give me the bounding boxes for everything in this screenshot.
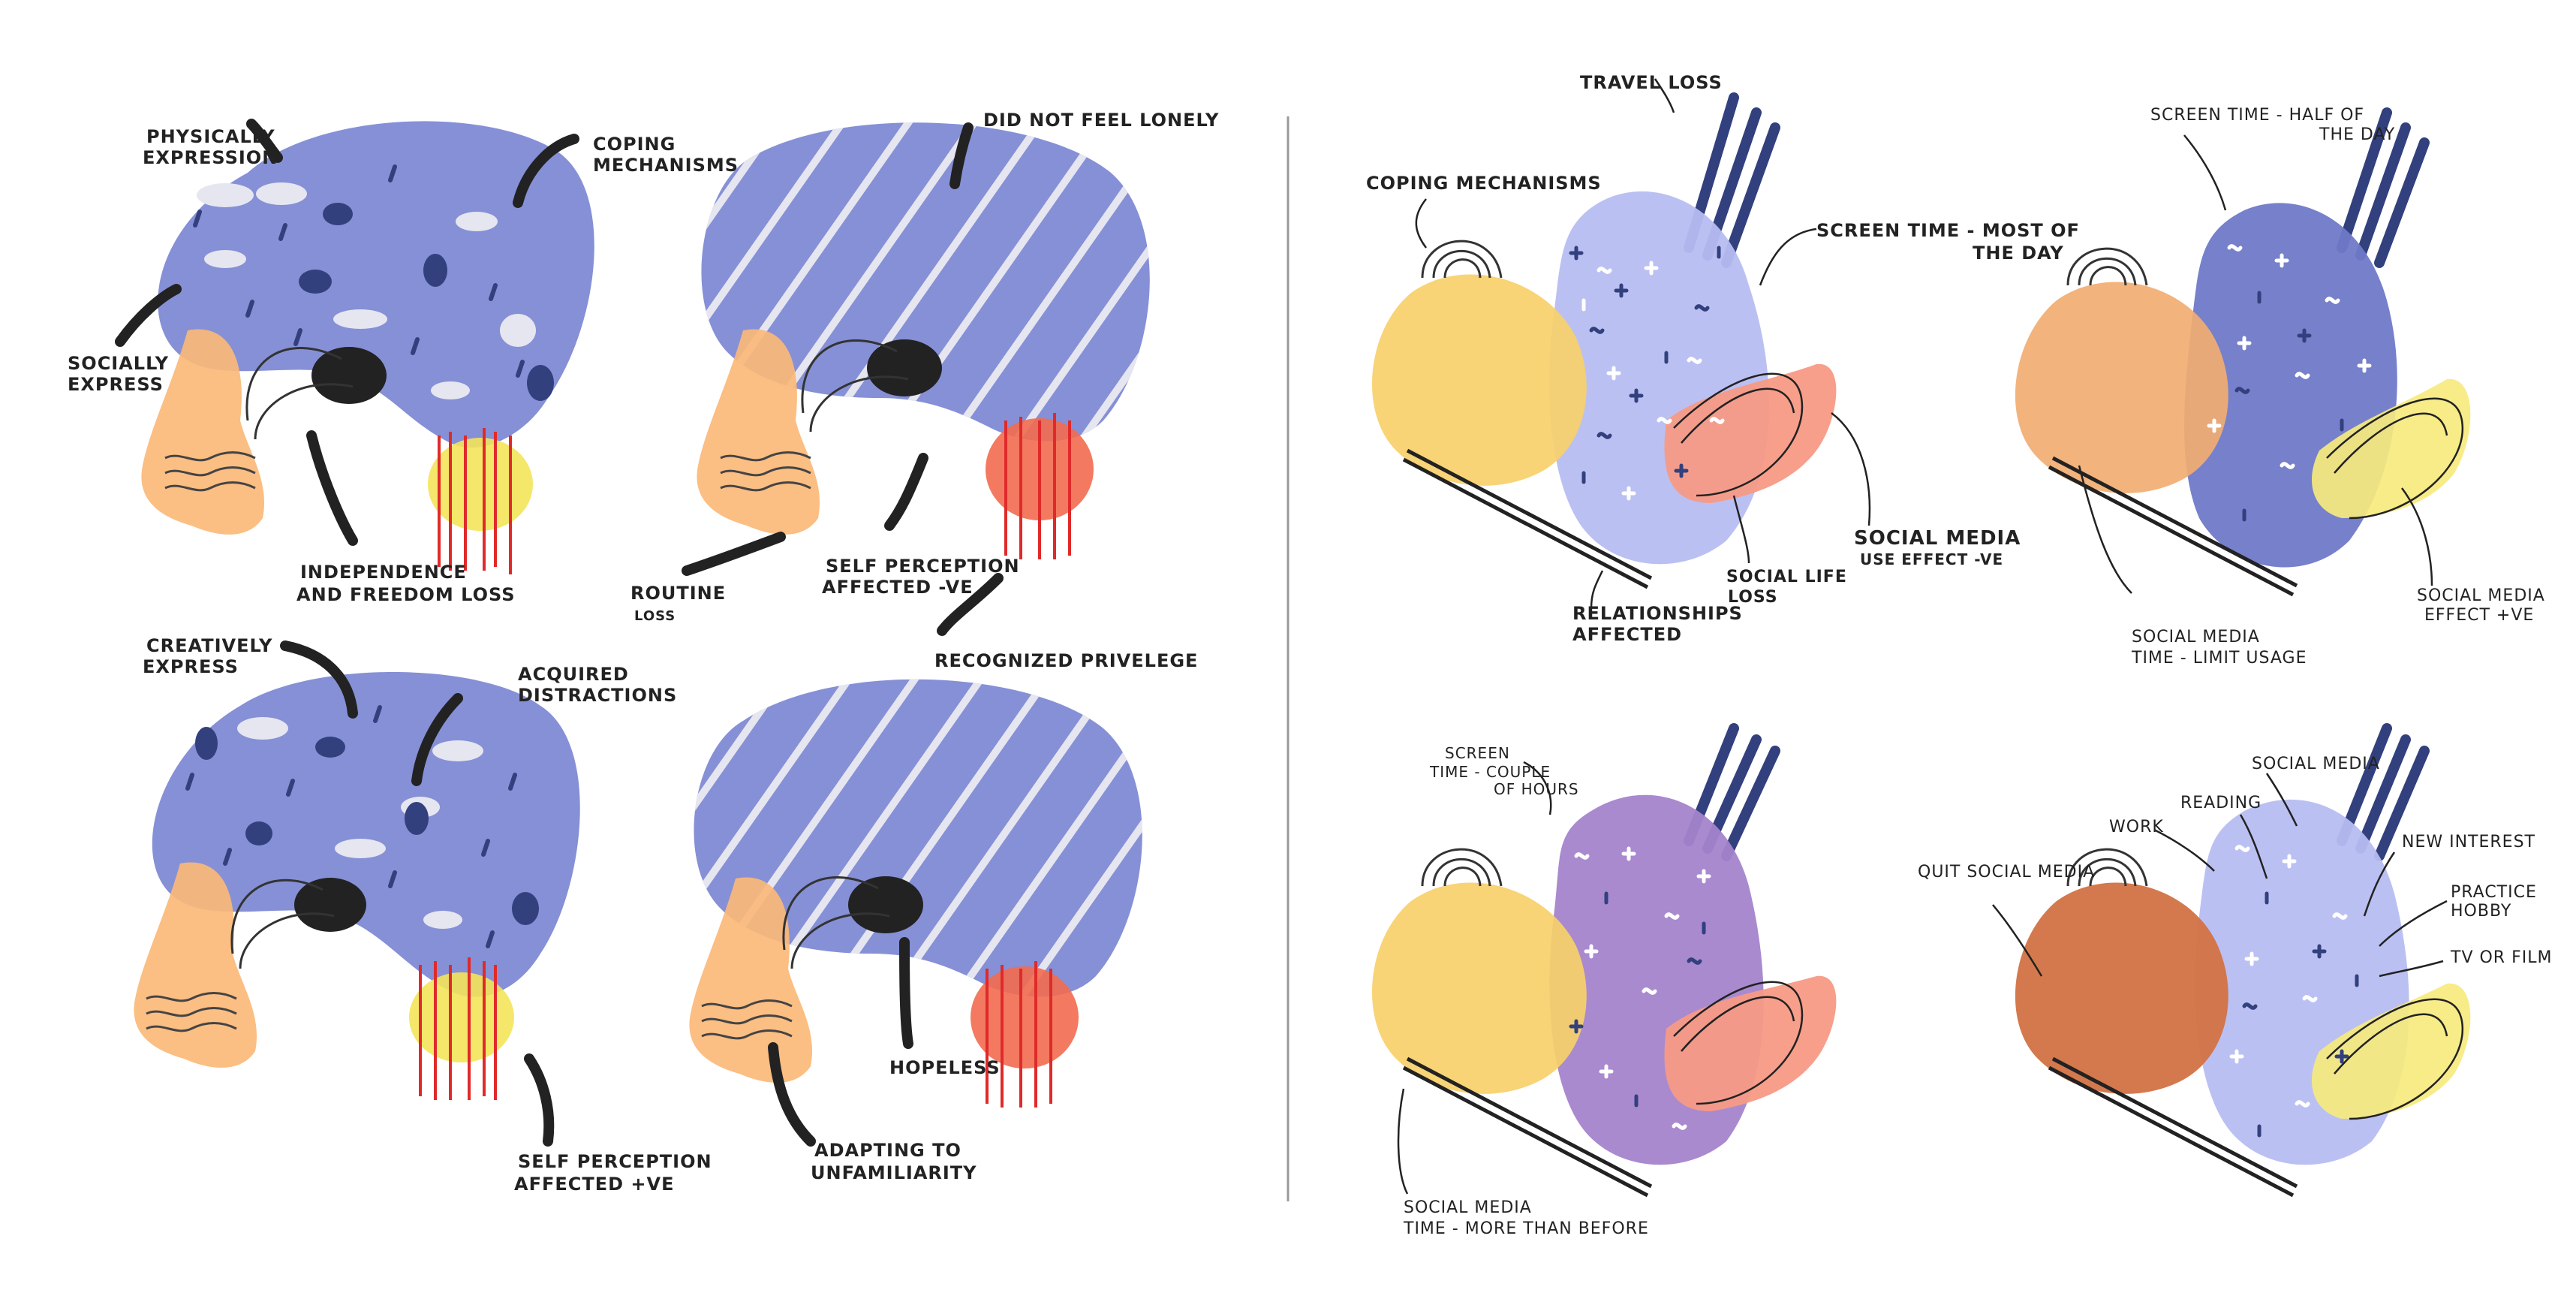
label-recognized-privelege: RECOGNIZED PRIVELEGE [934, 650, 1198, 671]
label-social-media: SOCIAL MEDIA [2252, 755, 2380, 773]
label-did-not-feel-lonely: DID NOT FEEL LONELY [983, 110, 1219, 131]
label-acquired-distractions: ACQUIRED DISTRACTIONS [518, 664, 677, 706]
label-physically-expression: PHYSICALLY EXPRESSION [143, 126, 282, 168]
label-work: WORK [2109, 818, 2164, 836]
label-social-media-more: SOCIAL MEDIA TIME - MORE THAN BEFORE [1403, 1198, 1649, 1238]
label-routine-loss: ROUTINE LOSS [630, 583, 733, 624]
label-reading: READING [2180, 794, 2262, 812]
label-travel-loss: TRAVEL LOSS [1580, 72, 1723, 93]
yellow-blob [1371, 274, 1587, 486]
right-panel: TRAVEL LOSS COPING MECHANISMS SCREEN TIM… [1366, 72, 2552, 1238]
label-self-perception-negative: SELF PERCEPTION AFFECTED -VE [822, 556, 1027, 598]
label-self-perception-positive: SELF PERCEPTION AFFECTED +VE [514, 1151, 719, 1195]
label-quit-social-media: QUIT SOCIAL MEDIA [1918, 863, 2095, 882]
eye-shape [867, 339, 942, 396]
head-figure-2 [682, 122, 1150, 636]
red-wires [438, 428, 512, 574]
headphone-icon [1421, 240, 1503, 279]
label-coping-mechanisms-2: COPING MECHANISMS [1366, 173, 1602, 194]
blob-figure-2 [2015, 107, 2471, 597]
head-figure-3 [134, 640, 580, 1147]
label-creatively-express: CREATIVELY EXPRESS [143, 635, 280, 677]
label-practice-hobby: PRACTICE HOBBY [2451, 883, 2543, 921]
label-social-media-use: SOCIAL MEDIA USE EFFECT -VE [1854, 527, 2028, 568]
blob-figure-3 [1371, 723, 1837, 1198]
blob-figure-4 [1992, 723, 2471, 1198]
label-tv-or-film: TV OR FILM [2450, 948, 2552, 967]
label-screen-time-most: SCREEN TIME - MOST OF THE DAY [1816, 220, 2087, 264]
head-figure-4 [689, 679, 1142, 1147]
label-adapting: ADAPTING TO UNFAMILIARITY [811, 1140, 977, 1183]
eye-shape [311, 347, 387, 404]
label-new-interest: NEW INTEREST [2402, 833, 2535, 851]
head-figure-1 [115, 119, 594, 574]
label-screen-time-half: SCREEN TIME - HALF OF THE DAY [2150, 106, 2395, 144]
label-relationships-affected: RELATIONSHIPS AFFECTED [1572, 603, 1750, 645]
label-hopeless: HOPELESS [889, 1057, 1001, 1078]
label-social-media-effect: SOCIAL MEDIA EFFECT +VE [2417, 586, 2551, 625]
blob-figure-1 [1371, 78, 1871, 609]
chopsticks [1402, 448, 1653, 589]
label-coping-mechanisms-1: COPING MECHANISMS [593, 134, 739, 176]
label-social-media-time-limit: SOCIAL MEDIA TIME - LIMIT USAGE [2131, 628, 2307, 668]
yellow-spot [428, 438, 533, 531]
label-social-life-loss: SOCIAL LIFE LOSS [1726, 568, 1854, 607]
label-screen-time-couple: SCREEN TIME - COUPLE OF HOURS [1429, 744, 1579, 798]
left-panel: PHYSICALLY EXPRESSION COPING MECHANISMS … [68, 110, 1219, 1195]
label-independence-loss: INDEPENDENCE AND FREEDOM LOSS [296, 562, 516, 605]
label-socially-express: SOCIALLY EXPRESS [68, 353, 176, 395]
